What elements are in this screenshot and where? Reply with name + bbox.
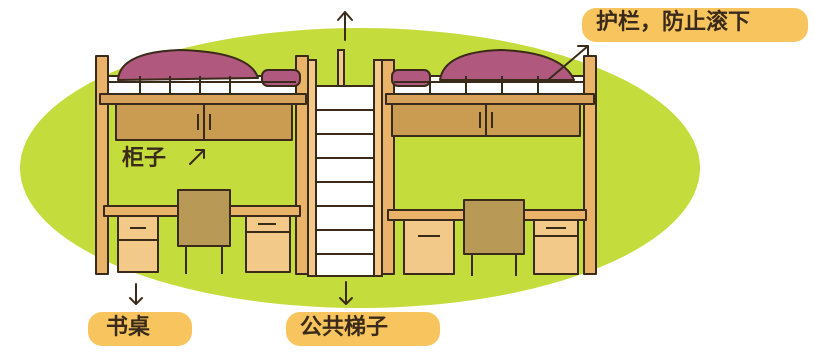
cabinet-label: 柜子: [122, 146, 167, 171]
right-chair: [463, 199, 525, 255]
left-bunk: [95, 49, 309, 275]
down-arrow-icon: [129, 283, 143, 305]
down-arrow-icon: [339, 281, 353, 305]
desk-label: 书桌: [106, 315, 151, 340]
right-pillow: [439, 49, 575, 81]
arrow-icon: [189, 149, 205, 165]
arrow-icon: [547, 45, 589, 81]
guardrail-label: 护栏，防止滚下: [596, 10, 751, 35]
stairs-label-pill: [286, 312, 440, 346]
left-chair: [177, 189, 231, 247]
right-bunk: [381, 49, 597, 276]
up-arrow-icon: [337, 11, 353, 41]
guardrail-label-pill: [582, 8, 808, 42]
public-stairs: [307, 49, 383, 277]
public-stairs-label: 公共梯子: [300, 315, 389, 340]
left-pillow: [117, 49, 259, 81]
desk-label-pill: [88, 312, 192, 346]
